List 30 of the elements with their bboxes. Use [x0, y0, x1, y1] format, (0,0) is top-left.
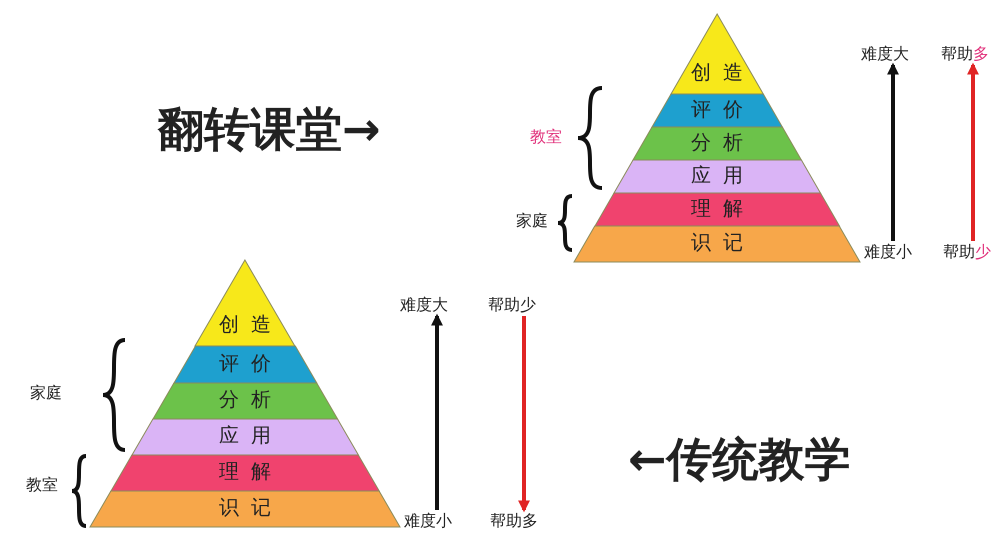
axis-label: 帮助少 [943, 243, 991, 261]
pyramid-layer: 理解 [594, 193, 840, 226]
pyramid-layer: 理解 [110, 455, 380, 491]
heading: ←传统教学 [628, 434, 851, 484]
pyramid-layer: 识记 [90, 491, 400, 527]
brace-label: 教室 [26, 476, 58, 494]
pyramid-layer: 评价 [652, 94, 782, 127]
pyramid-layer: 分析 [632, 127, 802, 160]
axis-label: 难度小 [404, 512, 452, 530]
pyramid-apex: 创造 [670, 14, 764, 94]
pyramid-layer: 应用 [132, 419, 358, 455]
axis-label: 难度大 [400, 296, 448, 314]
pyramid-layer: 分析 [152, 383, 338, 419]
pyramid-layer: 识记 [574, 226, 860, 262]
brace-label: 家庭 [30, 384, 62, 402]
axis-label: 帮助少 [488, 296, 536, 314]
pyramid-layer: 应用 [614, 160, 820, 193]
arrow [431, 314, 443, 510]
arrow [967, 62, 979, 241]
brace-label: 教室 [530, 128, 562, 146]
pyramid-layer: 评价 [174, 346, 316, 383]
axis-label: 难度小 [864, 243, 912, 261]
arrow [518, 316, 530, 512]
pyramid-apex: 创造 [195, 260, 295, 346]
brace-label: 家庭 [516, 212, 548, 230]
axis-label: 帮助多 [490, 512, 538, 530]
heading: 翻转课堂→ [158, 104, 381, 154]
axis-label: 难度大 [861, 45, 909, 63]
axis-label: 帮助多 [941, 45, 989, 63]
arrow [887, 62, 899, 241]
